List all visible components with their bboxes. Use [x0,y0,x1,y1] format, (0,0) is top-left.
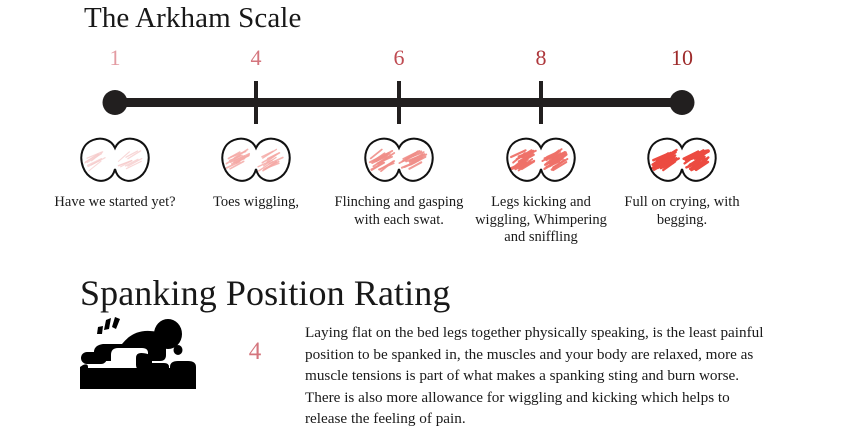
scale-number-4: 4 [250,45,262,70]
scale-caption-6: Flinching and gasping with each swat. [334,194,464,228]
scale-tick-1 [397,81,401,124]
position-rating-description: Laying flat on the bed legs together phy… [305,324,764,427]
scale-endpoint-end [669,90,695,115]
scale-caption-row: Have we started yet? Toes wiggling, Flinch… [0,194,842,272]
scale-illustration-1 [71,136,159,192]
scale-caption-10: Full on crying, with begging. [624,194,740,228]
scale-number-1: 1 [109,45,121,70]
scale-tick-0 [254,81,258,124]
scale-tick-2 [539,81,543,124]
arkham-scale-section: The Arkham Scale 1 4 6 8 10 Have we started … [0,2,842,272]
arkham-scale-title: The Arkham Scale [84,2,302,34]
person-lying-on-bed-silhouette-icon [78,317,204,389]
position-rating-value: 4 [248,338,262,365]
scale-illustration-row [0,136,842,194]
scale-caption-4: Toes wiggling, [213,194,299,210]
scale-number-8: 8 [535,45,547,70]
scale-bar [108,98,678,107]
scale-endpoint-start [102,90,128,115]
scale-caption-1: Have we started yet? [54,194,176,210]
scale-number-6: 6 [393,45,405,70]
scale-illustration-6 [355,136,443,192]
position-rating-title: Spanking Position Rating [80,273,451,313]
scale-ruler [0,81,842,128]
scale-illustration-10 [638,136,726,192]
scale-caption-8: Legs kicking and wiggling, Whimpering an… [475,194,607,245]
position-rating-section: Spanking Position Rating 4 Laying flat [0,272,842,442]
scale-number-10: 10 [671,45,693,70]
scale-illustration-4 [212,136,300,192]
scale-illustration-8 [497,136,585,192]
scale-number-row: 1 4 6 8 10 [0,44,842,74]
